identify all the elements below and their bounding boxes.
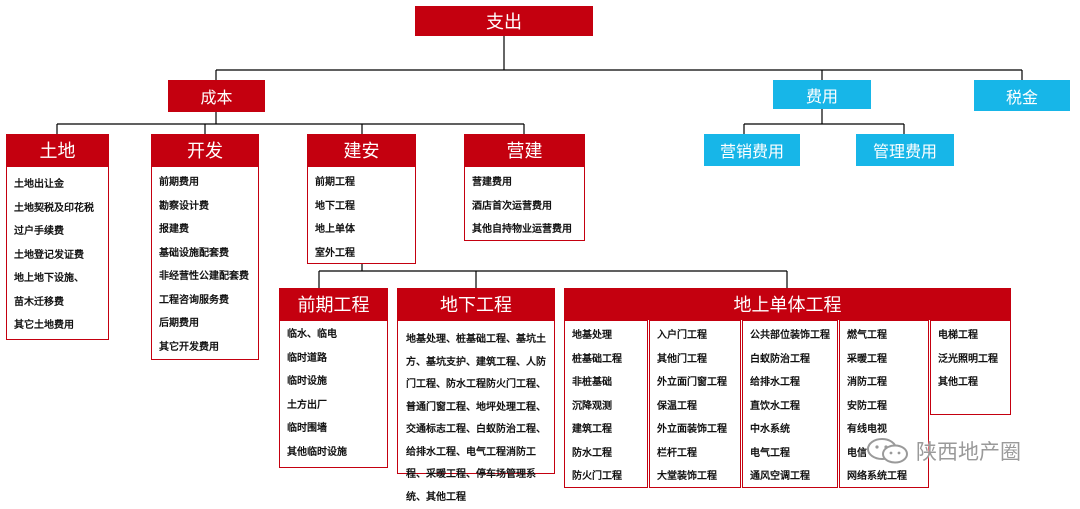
construction-node: 建安 <box>307 134 416 166</box>
list-item: 酒店首次运营费用 <box>472 200 552 212</box>
list-item: 非经营性公建配套费 <box>159 271 249 282</box>
list-item: 土方出厂 <box>287 399 327 411</box>
list-item: 保温工程 <box>657 400 697 412</box>
list-item: 前期费用 <box>159 177 199 188</box>
list-item: 营建费用 <box>472 177 512 188</box>
list-item: 临时道路 <box>287 352 327 364</box>
list-item: 网络系统工程 <box>847 471 907 482</box>
tax-node: 税金 <box>974 80 1070 111</box>
cost-node: 成本 <box>168 80 265 112</box>
list-item: 前期工程 <box>315 177 355 188</box>
list-item: 燃气工程 <box>847 330 887 341</box>
above-ground-column-3: 公共部位装饰工程 白蚁防治工程 给排水工程 直饮水工程 中水系统 电气工程 通风… <box>742 320 838 488</box>
list-item: 地上单体 <box>315 224 355 235</box>
list-item: 临时围墙 <box>287 423 327 434</box>
preliminary-works-list: 临水、临电 临时道路 临时设施 土方出厂 临时围墙 其他临时设施 <box>279 320 388 468</box>
list-item: 土地契税及印花税 <box>14 202 94 214</box>
list-item: 工程咨询服务费 <box>159 294 229 306</box>
above-ground-column-5: 电梯工程 泛光照明工程 其他工程 <box>930 320 1011 415</box>
management-expense-node: 管理费用 <box>856 134 954 166</box>
list-item: 地上地下设施、 <box>14 273 84 284</box>
list-item: 通风空调工程 <box>750 471 810 482</box>
list-item: 桩基础工程 <box>572 353 622 365</box>
list-item: 非桩基础 <box>572 377 612 388</box>
list-item: 地基处理 <box>572 330 612 341</box>
list-item: 安防工程 <box>847 400 887 412</box>
list-item: 其他工程 <box>938 377 978 388</box>
above-ground-works-node: 地上单体工程 <box>564 288 1011 320</box>
list-item: 防火门工程 <box>572 471 622 482</box>
list-item: 苗木迁移费 <box>14 296 64 308</box>
wechat-icon <box>866 437 910 465</box>
list-item: 公共部位装饰工程 <box>750 330 830 341</box>
operation-node: 营建 <box>464 134 585 166</box>
list-item: 外立面装饰工程 <box>657 424 727 435</box>
list-item: 白蚁防治工程 <box>750 353 810 365</box>
preliminary-works-node: 前期工程 <box>279 288 388 320</box>
list-item: 过户手续费 <box>14 226 64 237</box>
list-item: 栏杆工程 <box>657 447 697 459</box>
list-item: 大堂装饰工程 <box>657 471 717 482</box>
list-item: 其他自持物业运营费用 <box>472 224 572 235</box>
expenses-node: 费用 <box>773 80 871 109</box>
list-item: 入户门工程 <box>657 330 707 341</box>
list-item: 电信 <box>847 447 867 459</box>
watermark: 陕西地产圈 <box>866 436 1021 466</box>
list-item: 其他门工程 <box>657 353 707 365</box>
land-node: 土地 <box>6 134 109 166</box>
list-item: 土地登记发证费 <box>14 249 84 261</box>
watermark-text: 陕西地产圈 <box>916 440 1021 464</box>
list-item: 直饮水工程 <box>750 400 800 412</box>
list-item: 电梯工程 <box>938 330 978 341</box>
list-item: 防水工程 <box>572 447 612 459</box>
list-item: 采暖工程 <box>847 353 887 365</box>
list-item: 其它开发费用 <box>159 341 219 353</box>
list-item: 基础设施配套费 <box>159 247 229 259</box>
above-ground-column-1: 地基处理 桩基础工程 非桩基础 沉降观测 建筑工程 防水工程 防火门工程 <box>564 320 648 488</box>
underground-works-text: 地基处理、桩基础工程、基坑土方、基坑支护、建筑工程、人防门工程、防水工程防火门工… <box>397 320 555 503</box>
list-item: 室外工程 <box>315 247 355 259</box>
list-item: 有线电视 <box>847 424 887 435</box>
list-item: 建筑工程 <box>572 424 612 435</box>
list-item: 泛光照明工程 <box>938 353 998 365</box>
list-item: 地下工程 <box>315 200 355 212</box>
list-item: 沉降观测 <box>572 400 612 412</box>
list-item: 其它土地费用 <box>14 320 74 331</box>
list-item: 临时设施 <box>287 376 327 387</box>
list-item: 报建费 <box>159 224 189 235</box>
root-node-expenditure: 支出 <box>415 6 593 36</box>
list-item: 给排水工程 <box>750 377 800 388</box>
underground-works-items: 地基处理、桩基础工程、基坑土方、基坑支护、建筑工程、人防门工程、防水工程防火门工… <box>406 334 546 503</box>
operation-list: 营建费用 酒店首次运营费用 其他自持物业运营费用 <box>464 166 585 241</box>
list-item: 中水系统 <box>750 424 790 435</box>
land-list: 土地出让金 土地契税及印花税 过户手续费 土地登记发证费 地上地下设施、 苗木迁… <box>6 166 109 340</box>
construction-list: 前期工程 地下工程 地上单体 室外工程 <box>307 166 416 264</box>
above-ground-column-2: 入户门工程 其他门工程 外立面门窗工程 保温工程 外立面装饰工程 栏杆工程 大堂… <box>649 320 741 488</box>
underground-works-node: 地下工程 <box>397 288 555 320</box>
list-item: 土地出让金 <box>14 179 64 190</box>
development-list: 前期费用 勘察设计费 报建费 基础设施配套费 非经营性公建配套费 工程咨询服务费… <box>151 166 259 360</box>
list-item: 临水、临电 <box>287 329 337 340</box>
list-item: 电气工程 <box>750 447 790 459</box>
development-node: 开发 <box>151 134 259 166</box>
marketing-expense-node: 营销费用 <box>704 134 800 166</box>
list-item: 消防工程 <box>847 377 887 388</box>
list-item: 后期费用 <box>159 318 199 329</box>
list-item: 勘察设计费 <box>159 200 209 212</box>
list-item: 外立面门窗工程 <box>657 377 727 388</box>
list-item: 其他临时设施 <box>287 446 347 458</box>
above-ground-column-4: 燃气工程 采暖工程 消防工程 安防工程 有线电视 电信 网络系统工程 <box>839 320 929 488</box>
